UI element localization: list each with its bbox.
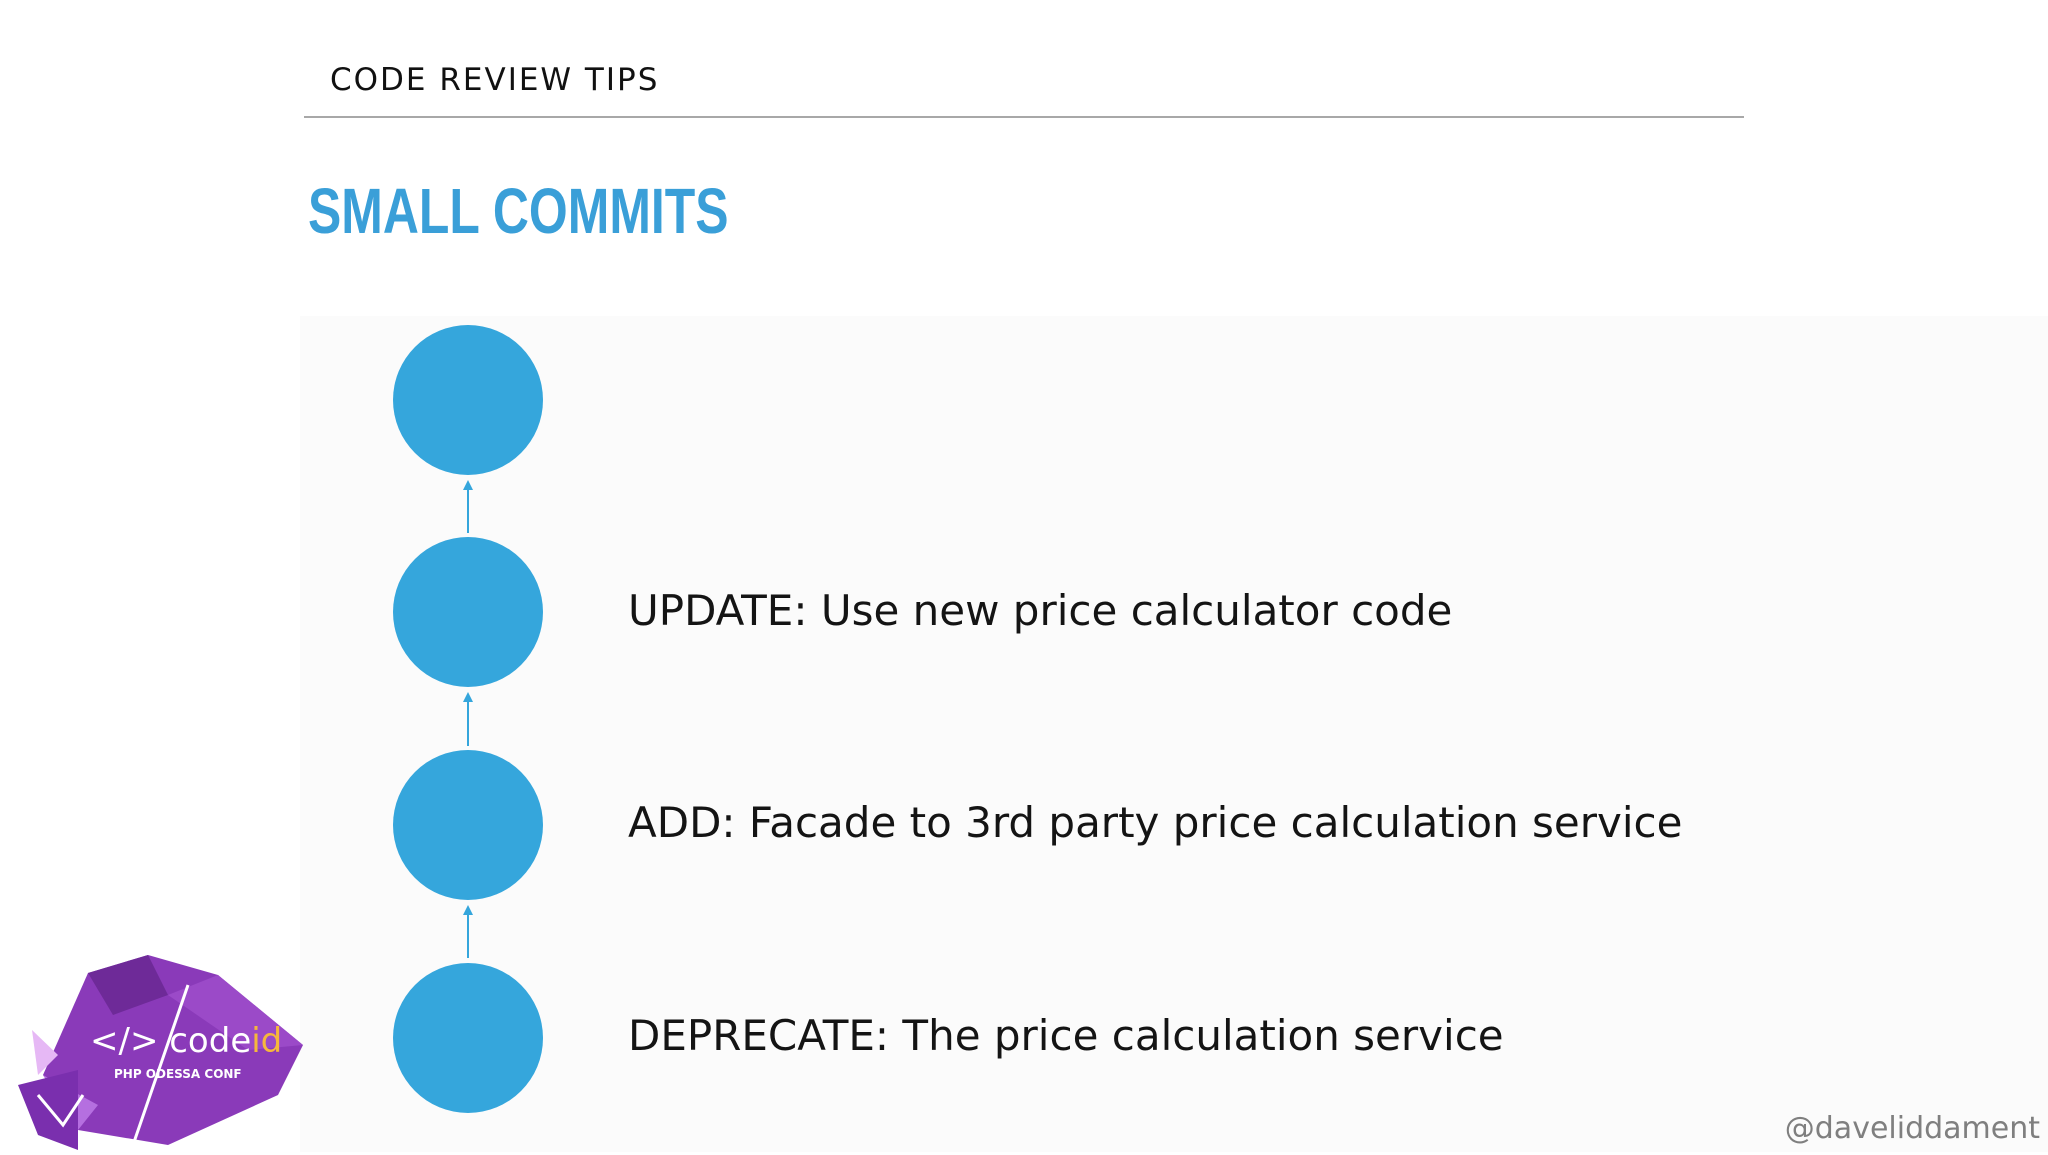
logo-subtitle: PHP ODESSA CONF — [114, 1067, 242, 1081]
commit-arrow — [467, 913, 469, 958]
logo-shape-icon — [18, 955, 303, 1150]
commit-arrow — [467, 488, 469, 533]
section-label: CODE REVIEW TIPS — [330, 62, 660, 98]
content-panel — [300, 316, 2048, 1152]
commit-node-head — [393, 325, 543, 475]
conference-logo: </> codeid PHP ODESSA CONF — [18, 955, 318, 1150]
commit-message-add: ADD: Facade to 3rd party price calculati… — [628, 798, 1683, 847]
commit-node-deprecate — [393, 963, 543, 1113]
commit-arrow — [467, 700, 469, 746]
commit-node-update — [393, 537, 543, 687]
commit-message-deprecate: DEPRECATE: The price calculation service — [628, 1011, 1504, 1060]
commit-node-add — [393, 750, 543, 900]
commit-message-update: UPDATE: Use new price calculator code — [628, 586, 1453, 635]
arrow-head — [463, 692, 473, 702]
header-divider — [304, 116, 1744, 118]
author-handle: @daveliddament — [1784, 1111, 2040, 1146]
arrow-head — [463, 480, 473, 490]
arrow-head — [463, 905, 473, 915]
logo-wordmark: </> codeid — [90, 1021, 283, 1061]
slide-title: SMALL COMMITS — [308, 175, 729, 247]
